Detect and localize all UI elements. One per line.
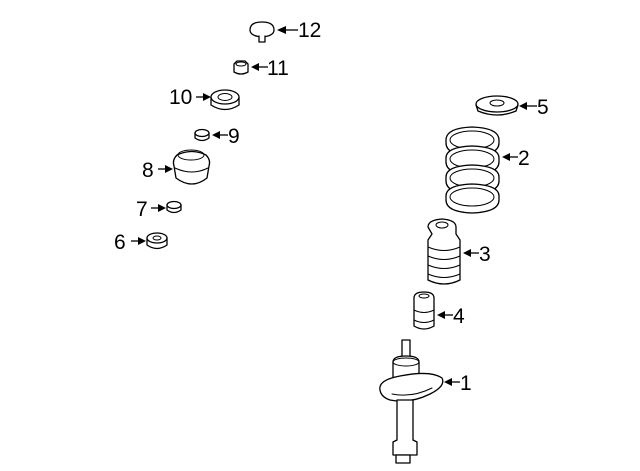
callout-6: 6	[114, 231, 146, 254]
callout-7-label: 7	[136, 198, 148, 221]
callout-11-label: 11	[267, 57, 289, 80]
part-10-mount-ring	[210, 89, 240, 111]
part-7-nut	[166, 200, 182, 214]
callout-10-label: 10	[169, 86, 192, 109]
callout-4: 4	[437, 305, 465, 328]
callout-1-label: 1	[460, 372, 472, 395]
callout-3: 3	[463, 243, 491, 266]
callout-12-label: 12	[298, 19, 321, 42]
callout-7: 7	[136, 198, 166, 221]
callout-4-label: 4	[453, 305, 465, 328]
callout-8-label: 8	[142, 159, 154, 182]
callout-6-label: 6	[114, 231, 126, 254]
part-4-bump-stop	[413, 291, 435, 330]
callout-9-label: 9	[228, 125, 240, 148]
callout-9: 9	[212, 125, 240, 148]
part-9-bushing	[194, 128, 210, 142]
callout-11: 11	[251, 57, 289, 80]
part-8-upper-mount	[172, 149, 211, 185]
callout-1: 1	[444, 372, 472, 395]
part-3-dust-boot	[427, 218, 461, 285]
callout-2: 2	[502, 147, 530, 170]
part-12-cap	[249, 21, 275, 43]
callout-8: 8	[142, 159, 173, 182]
callout-10: 10	[169, 86, 211, 109]
part-1-strut	[379, 339, 444, 464]
callout-5-label: 5	[537, 96, 549, 119]
part-5-spring-seat	[475, 95, 519, 116]
callout-12: 12	[277, 19, 321, 42]
callout-5: 5	[519, 96, 549, 119]
part-11-nut	[233, 60, 249, 75]
part-2-coil-spring	[445, 126, 500, 214]
part-6-bushing	[146, 232, 168, 250]
callout-3-label: 3	[479, 243, 491, 266]
callout-2-label: 2	[518, 147, 530, 170]
